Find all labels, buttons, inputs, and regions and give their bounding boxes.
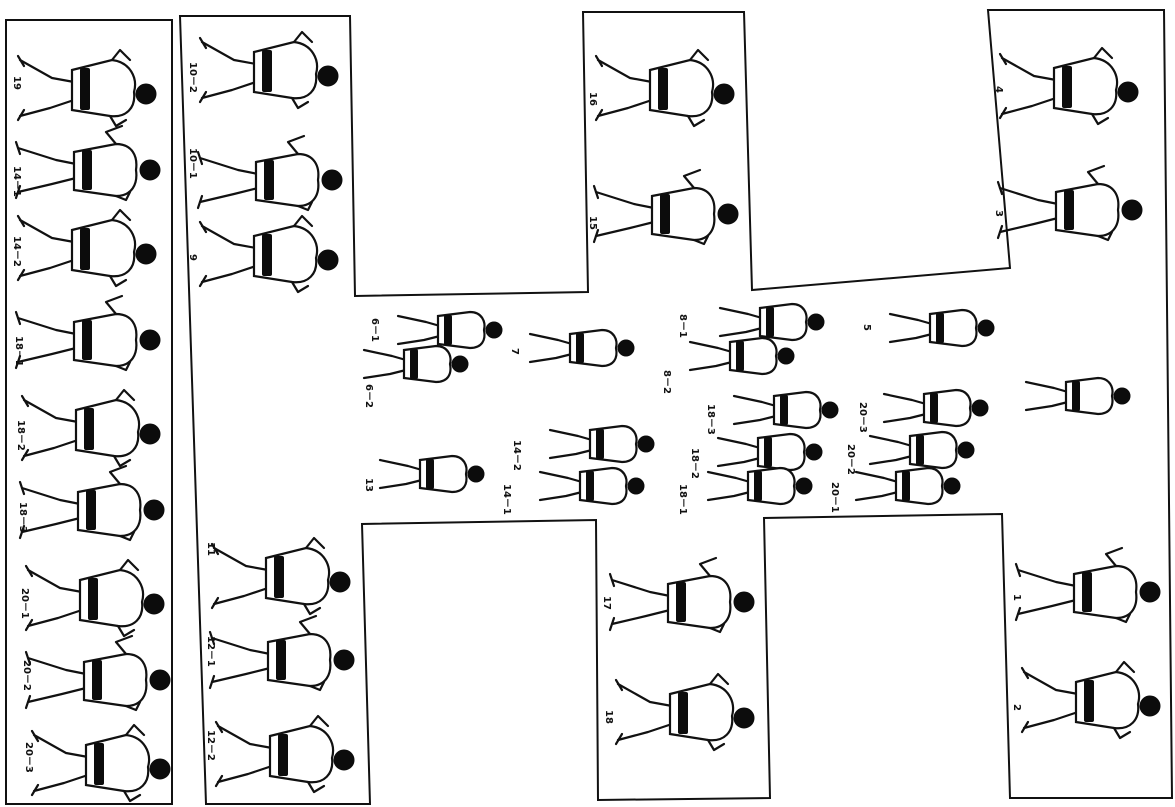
step-label-20-3: 20－3 [23,742,34,773]
figure-20-2-center [870,432,974,468]
step-label-12-1: 12－1 [205,636,216,667]
step-label-5: 5 [861,324,872,331]
step-label-8-1: 8－1 [677,314,688,338]
step-label-12-2: 12－2 [205,730,216,761]
figure-18-3 [20,466,164,540]
center-upper-sequence: 16 15 [587,50,738,244]
step-label-18-1: 18－1 [13,336,24,367]
step-label-18-2-center: 18－2 [689,448,700,479]
figure-6-2 [364,346,468,382]
figure-12-2 [216,716,354,792]
figure-20-3-center [884,390,988,426]
outline-frames [6,10,1172,804]
figure-7 [530,330,634,366]
left-h-frame [180,10,1172,804]
figure-8-2 [690,338,794,374]
step-label-15: 15 [587,216,598,230]
step-label-20-1: 20－1 [19,588,30,619]
step-label-2: 2 [1011,704,1022,711]
figure-18-2 [22,390,160,466]
step-label-7: 7 [509,348,520,355]
step-label-16: 16 [587,92,598,106]
step-label-9: 9 [187,254,198,261]
figure-20-2 [26,636,170,710]
figure-20-1-center [856,468,960,504]
step-label-18-2: 18－2 [15,420,26,451]
center-lower-sequence: 17 18 [601,558,754,750]
step-label-17: 17 [601,596,612,610]
step-label-13: 13 [363,478,374,492]
figure-17 [610,558,754,632]
figure-1 [1016,548,1160,622]
figure-18-1-center [708,468,812,504]
step-label-4: 4 [993,86,1004,93]
step-label-14-1: 14－1 [11,166,22,197]
figure-4 [1000,48,1138,124]
figure-13 [380,456,484,492]
figure-11 [212,538,350,614]
figure-14-1-center [540,468,644,504]
left-lower-sequence: 11 12－1 12－2 [205,538,354,792]
figure-14-2 [18,210,156,286]
figure-8-1 [720,304,824,340]
step-label-19: 19 [11,76,22,90]
step-label-14-2-center: 14－2 [511,440,522,471]
step-label-1: 1 [1011,594,1022,601]
figure-18-1 [16,296,160,370]
figure-16 [596,50,734,126]
step-label-6-1: 6－1 [369,318,380,342]
right-lower-sequence: 1 2 [1011,548,1160,738]
step-label-20-2-center: 20－2 [845,444,856,475]
figure-14-1 [16,126,160,200]
step-label-18-3-center: 18－3 [705,404,716,435]
center-crossbar-sequence: 6－1 6－2 7 8－1 8－2 5 13 14－2 14－1 18－3 18… [363,304,1130,515]
figure-18-3-center [734,392,838,428]
step-label-3: 3 [993,210,1004,217]
figure-1-center [1026,378,1130,414]
left-column-sequence: 19 14－1 14－2 18－1 18－2 18－3 20－1 20－2 20… [11,50,170,801]
right-upper-sequence: 4 3 [993,48,1142,240]
step-label-8-2: 8－2 [661,370,672,394]
step-label-14-1-center: 14－1 [501,484,512,515]
figure-10-1 [198,136,342,210]
figure-6-1 [398,312,502,348]
figure-3 [998,166,1142,240]
step-label-18-3: 18－3 [17,502,28,533]
figure-20-3 [32,725,170,801]
figure-15 [594,170,738,244]
figure-10-2 [200,32,338,108]
step-label-20-1-center: 20－1 [829,482,840,513]
figure-9 [200,216,338,292]
figure-14-2-center [550,426,654,462]
step-label-11: 11 [205,542,216,556]
step-label-10-2: 10－2 [187,62,198,93]
step-label-20-3-center: 20－3 [857,402,868,433]
figure-2 [1022,662,1160,738]
step-label-6-2: 6－2 [363,384,374,408]
step-label-14-2: 14－2 [11,236,22,267]
figure-19 [18,50,156,126]
figure-18 [616,674,754,750]
step-label-18-1-center: 18－1 [677,484,688,515]
figure-5 [890,310,994,346]
step-label-10-1: 10－1 [187,148,198,179]
figure-20-1 [26,560,164,636]
step-label-18: 18 [603,710,614,724]
figure-12-1 [210,616,354,690]
left-upper-sequence: 10－2 10－1 9 [187,32,342,292]
figure-18-2-center [718,434,822,470]
step-label-20-2: 20－2 [21,660,32,691]
